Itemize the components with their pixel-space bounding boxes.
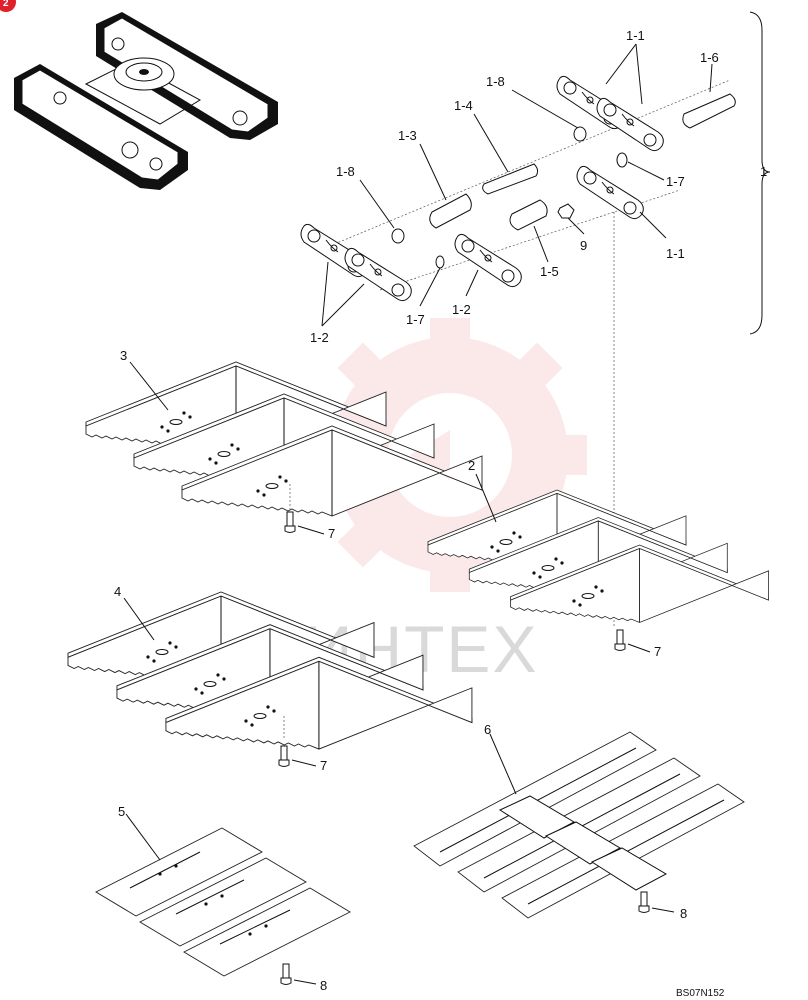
callout-9: 9: [580, 238, 587, 253]
svg-text:2: 2: [3, 0, 9, 9]
bolt-7-b: [614, 629, 626, 651]
track-shoe-6: [413, 731, 745, 919]
callout-1-7b: 1-7: [666, 174, 685, 189]
callout-6: 6: [484, 722, 491, 737]
callout-7b: 7: [654, 644, 661, 659]
callout-1-2a: 1-2: [310, 330, 329, 345]
callout-1-2b: 1-2: [452, 302, 471, 317]
drawing-code: BS07N152: [676, 988, 725, 999]
callout-1: 1: [760, 164, 767, 179]
link-assembly: [300, 75, 736, 302]
callout-2: 2: [468, 458, 475, 473]
ring-1-7-left: [435, 255, 445, 269]
callout-1-6: 1-6: [700, 50, 719, 65]
nut-9: [557, 203, 575, 219]
callout-1-4: 1-4: [454, 98, 473, 113]
callout-5: 5: [118, 804, 125, 819]
bolt-8-b: [638, 891, 650, 913]
undercarriage-thumbnail: [14, 12, 278, 190]
page-badge: 2: [0, 0, 16, 12]
callout-7c: 7: [320, 758, 327, 773]
track-shoe-5: [95, 827, 351, 977]
seal-1-8-left: [391, 228, 405, 244]
pin-1-4: [482, 163, 539, 195]
callout-1-1a: 1-1: [626, 28, 645, 43]
callout-8b: 8: [680, 906, 687, 921]
seal-1-8-right: [573, 126, 587, 142]
callout-1-8a: 1-8: [336, 164, 355, 179]
callout-8a: 8: [320, 978, 327, 993]
callout-3: 3: [120, 348, 127, 363]
bolt-7-c: [278, 745, 290, 767]
bushing-1-5: [509, 199, 548, 231]
bolt-7-a: [284, 511, 296, 533]
pin-1-6: [682, 93, 736, 129]
callout-7a: 7: [328, 526, 335, 541]
callout-4: 4: [114, 584, 121, 599]
callout-1-3: 1-3: [398, 128, 417, 143]
group-bracket: [749, 11, 771, 335]
link-1-1-lower: [576, 165, 644, 220]
callout-1-5: 1-5: [540, 264, 559, 279]
ring-1-7-right: [616, 152, 628, 168]
callout-1-7a: 1-7: [406, 312, 425, 327]
bolt-8-a: [280, 963, 292, 985]
callout-1-1b: 1-1: [666, 246, 685, 261]
group-1-callouts: 1-1 1-6 1-8 1-4 1-3 1-8 1-7 1-1 9 1-5 1-…: [310, 28, 719, 345]
callout-1-8b: 1-8: [486, 74, 505, 89]
link-1-2-right: [454, 233, 522, 288]
bushing-1-3: [429, 193, 472, 229]
